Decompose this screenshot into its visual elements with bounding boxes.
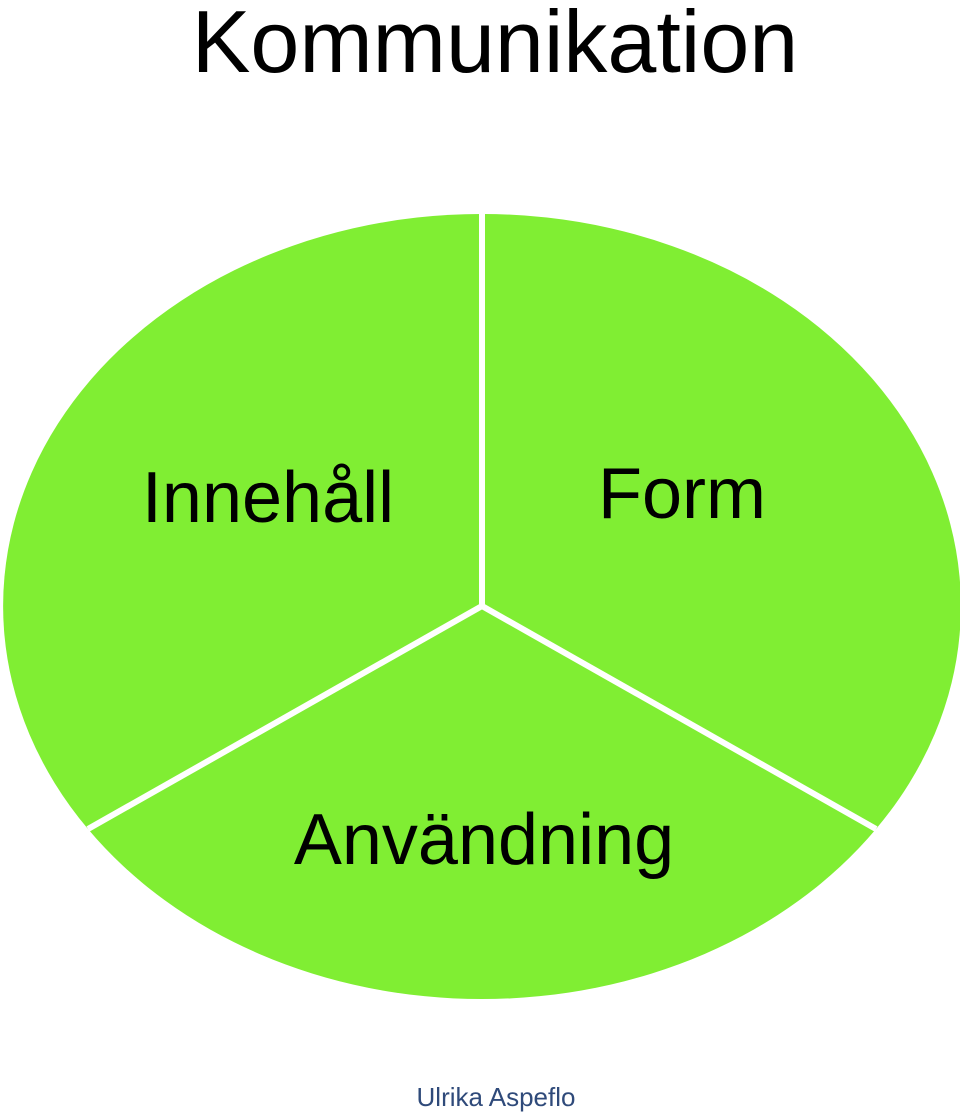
segment-label-anvandning: Användning [294, 800, 674, 880]
segment-label-form: Form [598, 454, 766, 534]
circle-diagram [3, 213, 960, 1000]
diagram-title: Kommunikation [192, 0, 799, 91]
segment-innehall [3, 213, 483, 829]
divider-left [86, 603, 484, 832]
footer-author: Ulrika Aspeflo [417, 1082, 576, 1112]
divider-right [480, 603, 878, 832]
segment-form [482, 213, 960, 829]
segment-label-innehall: Innehåll [142, 458, 394, 538]
segment-anvandning [88, 606, 876, 1000]
